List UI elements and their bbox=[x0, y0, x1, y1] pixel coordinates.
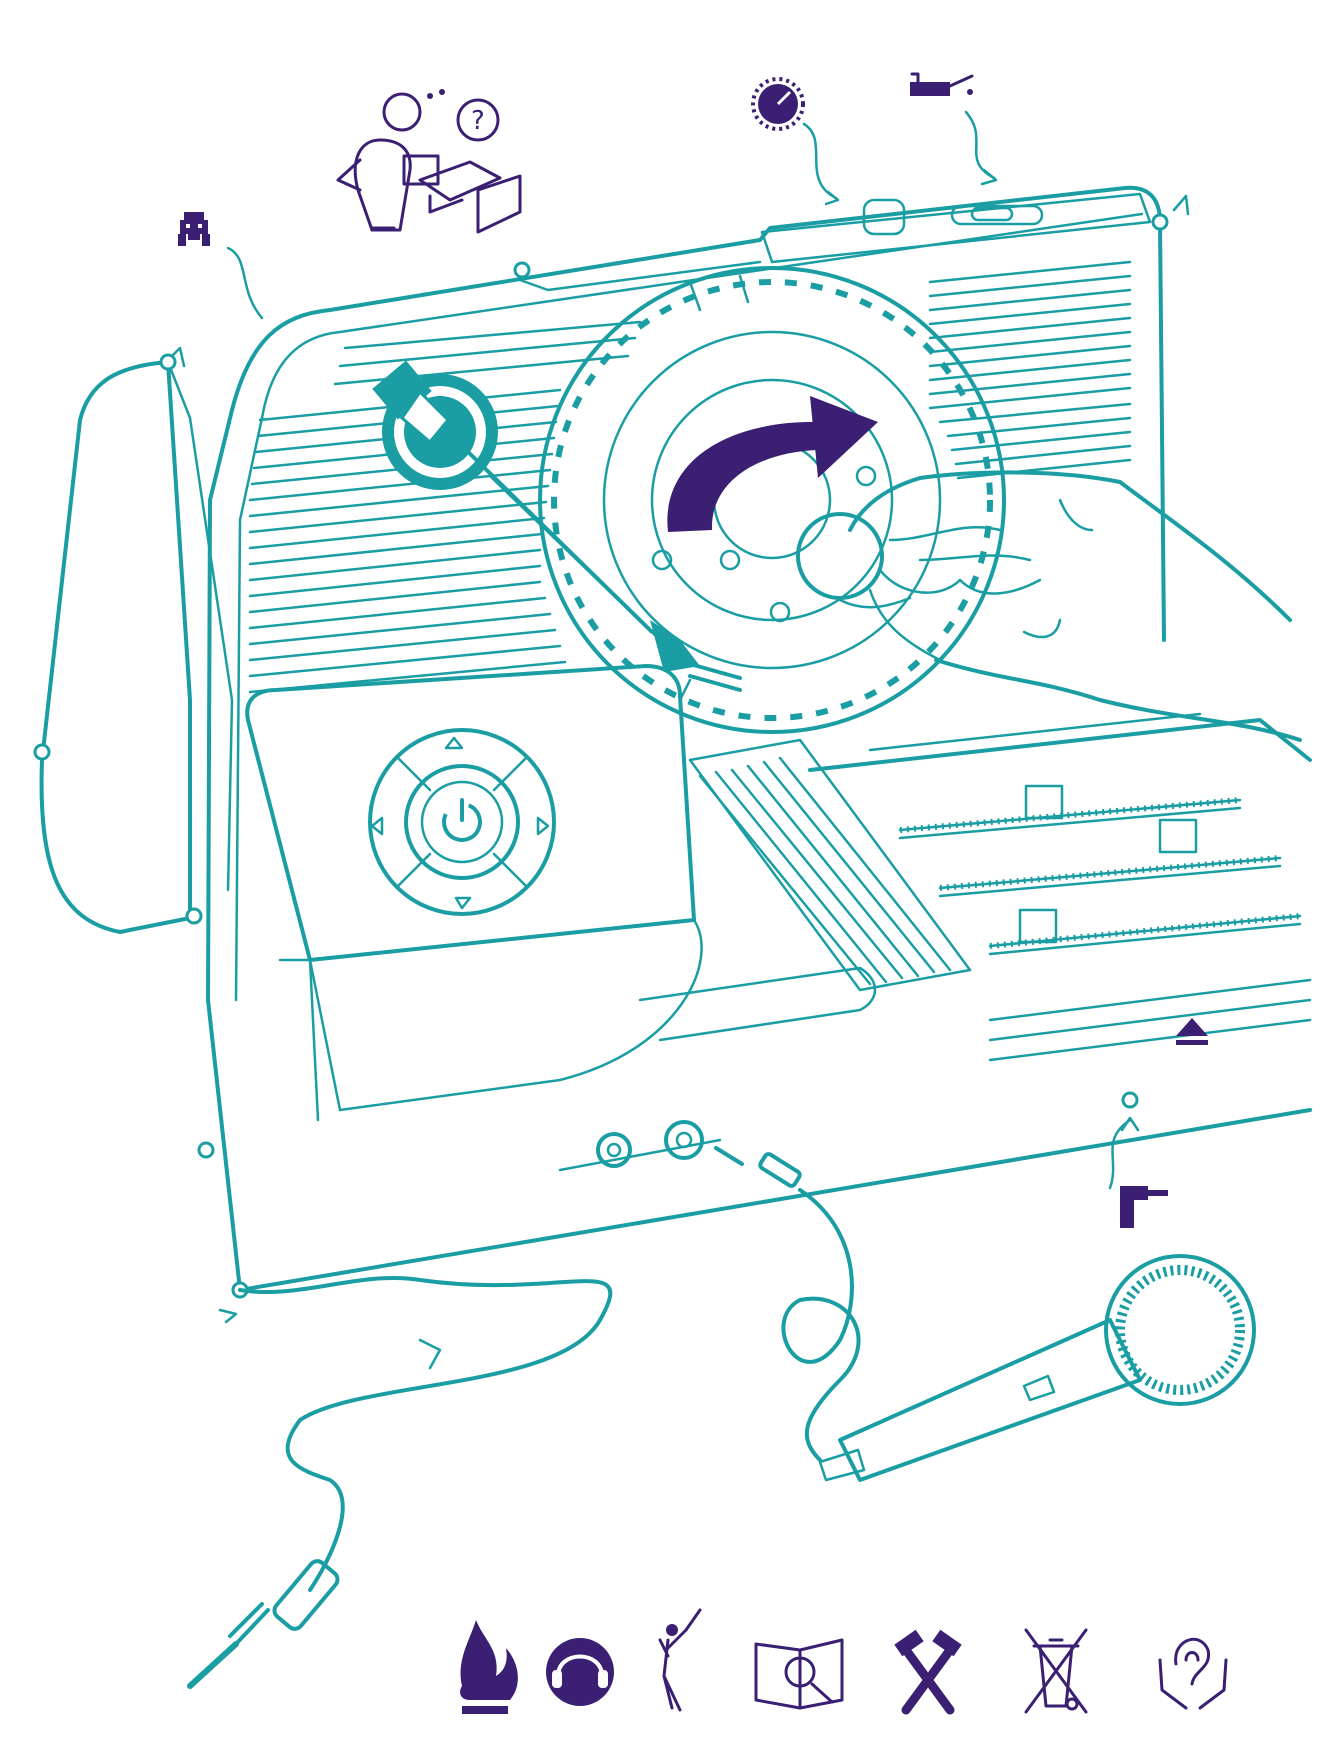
hand bbox=[796, 470, 1302, 742]
corner-markers bbox=[164, 194, 1190, 1324]
sliders bbox=[808, 712, 1312, 1062]
dpad bbox=[368, 728, 556, 916]
audio-plug bbox=[187, 1559, 340, 1689]
oil-can-icon bbox=[910, 72, 998, 186]
confused-assembler-icon: ? bbox=[336, 89, 522, 234]
svg-text:?: ? bbox=[471, 106, 485, 136]
device-base bbox=[206, 388, 1312, 1292]
dial-knob-icon bbox=[751, 77, 840, 206]
audio-jacks bbox=[558, 1120, 722, 1172]
lid-vents-right bbox=[928, 260, 1132, 480]
turntable bbox=[538, 266, 1006, 734]
audio-cable bbox=[238, 1146, 861, 1592]
rocker-guitar-icon bbox=[658, 1608, 702, 1712]
manual-magnifier-icon bbox=[754, 1638, 844, 1710]
power-icon bbox=[442, 798, 482, 842]
rotate-arrow-icon bbox=[667, 396, 878, 532]
dpad-panel bbox=[245, 664, 703, 1122]
ear-protection-icon bbox=[546, 1638, 614, 1706]
eject-icon bbox=[1176, 1018, 1208, 1045]
crossed-bin-icon bbox=[1024, 1628, 1088, 1714]
crossed-hammers-icon bbox=[894, 1629, 962, 1715]
microphone bbox=[818, 1254, 1256, 1482]
left-wing-panel bbox=[33, 353, 234, 934]
center-grille bbox=[638, 738, 972, 1042]
stylus-arm bbox=[372, 360, 742, 702]
drill-icon bbox=[1108, 1116, 1168, 1228]
ear-hands-icon bbox=[1158, 1637, 1228, 1710]
pixel-creature-icon bbox=[178, 212, 264, 320]
device-lid bbox=[230, 185, 1169, 642]
flame-icon bbox=[460, 1620, 518, 1714]
